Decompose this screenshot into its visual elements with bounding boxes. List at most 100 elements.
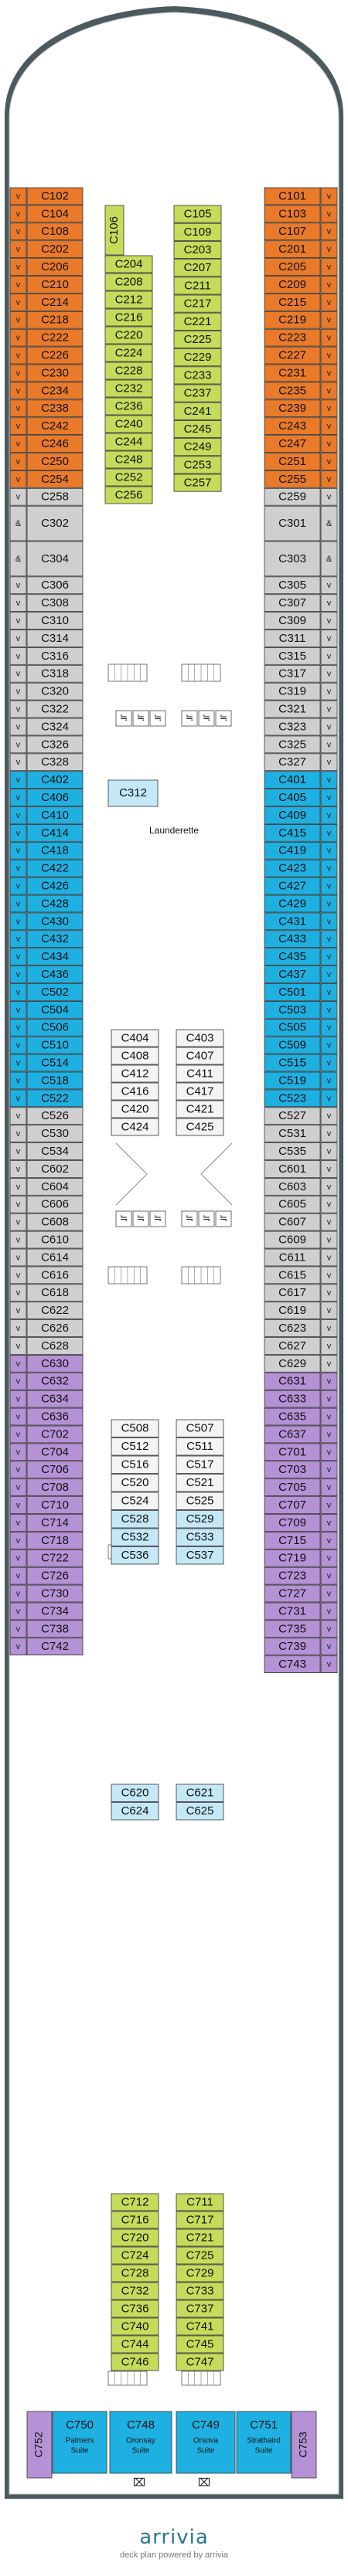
cabin-C747[interactable]: C747	[176, 2353, 224, 2371]
cabin-C712[interactable]: C712	[111, 2193, 159, 2211]
cabin-C601[interactable]: C601	[264, 1160, 321, 1178]
cabin-box[interactable]	[264, 417, 321, 436]
cabin-C103[interactable]: C103	[264, 205, 321, 223]
cabin-box[interactable]	[111, 2246, 159, 2265]
cabin-box[interactable]	[26, 1478, 84, 1496]
cabin-box[interactable]	[264, 1355, 321, 1373]
cabin-box[interactable]	[26, 364, 84, 382]
cabin-box[interactable]	[104, 397, 153, 416]
cabin-C636[interactable]: C636	[26, 1407, 84, 1426]
cabin-box[interactable]	[111, 2282, 159, 2300]
cabin-box[interactable]	[26, 293, 84, 311]
cabin-box[interactable]	[104, 433, 153, 451]
cabin-box[interactable]	[264, 293, 321, 311]
cabin-C210[interactable]: C210	[26, 276, 84, 294]
cabin-C716[interactable]: C716	[111, 2211, 159, 2229]
cabin-C418[interactable]: C418	[26, 841, 84, 860]
cabin-box[interactable]	[264, 841, 321, 860]
cabin-box[interactable]	[264, 1372, 321, 1390]
cabin-C211[interactable]: C211	[173, 277, 222, 295]
cabin-box[interactable]	[26, 594, 84, 613]
cabin-box[interactable]	[173, 277, 222, 295]
cabin-box[interactable]	[264, 1337, 321, 1355]
cabin-C248[interactable]: C248	[104, 450, 153, 469]
cabin-C227[interactable]: C227	[264, 346, 321, 365]
cabin-box[interactable]	[111, 2228, 159, 2247]
cabin-C509[interactable]: C509	[264, 1036, 321, 1054]
cabin-C217[interactable]: C217	[173, 294, 222, 313]
cabin-C604[interactable]: C604	[26, 1178, 84, 1196]
cabin-C634[interactable]: C634	[26, 1390, 84, 1408]
cabin-C730[interactable]: C730	[26, 1584, 84, 1603]
cabin-box[interactable]	[264, 1195, 321, 1213]
cabin-C706[interactable]: C706	[26, 1461, 84, 1479]
cabin-C226[interactable]: C226	[26, 346, 84, 365]
cabin-C708[interactable]: C708	[26, 1478, 84, 1496]
cabin-C625[interactable]: C625	[176, 1802, 224, 1821]
cabin-C510[interactable]: C510	[26, 1036, 84, 1054]
cabin-C602[interactable]: C602	[26, 1160, 84, 1178]
cabin-box[interactable]	[26, 682, 84, 701]
cabin-box[interactable]	[104, 415, 153, 433]
cabin-box[interactable]	[26, 276, 84, 294]
cabin-box[interactable]	[264, 311, 321, 329]
cabin-C321[interactable]: C321	[264, 700, 321, 718]
cabin-box[interactable]	[264, 1461, 321, 1479]
cabin-C250[interactable]: C250	[26, 453, 84, 470]
cabin-box[interactable]	[264, 1001, 321, 1019]
cabin-box[interactable]	[176, 2193, 224, 2211]
cabin-C327[interactable]: C327	[264, 753, 321, 772]
cabin-box[interactable]	[26, 1160, 84, 1178]
cabin-C711[interactable]: C711	[176, 2193, 224, 2211]
cabin-box[interactable]	[264, 1230, 321, 1249]
cabin-C302[interactable]: C302	[26, 505, 84, 541]
cabin-box[interactable]	[26, 541, 84, 577]
cabin-C731[interactable]: C731	[264, 1602, 321, 1621]
cabin-C208[interactable]: C208	[104, 273, 153, 291]
cabin-box[interactable]	[26, 1018, 84, 1037]
cabin-box[interactable]	[104, 450, 153, 469]
cabin-box[interactable]	[264, 364, 321, 382]
cabin-C402[interactable]: C402	[26, 771, 84, 789]
cabin-box[interactable]	[111, 1492, 159, 1510]
cabin-C614[interactable]: C614	[26, 1248, 84, 1267]
cabin-C626[interactable]: C626	[26, 1319, 84, 1337]
cabin-C524[interactable]: C524	[111, 1492, 159, 1510]
cabin-C522[interactable]: C522	[26, 1089, 84, 1108]
cabin-C609[interactable]: C609	[264, 1230, 321, 1249]
cabin-box[interactable]	[26, 1532, 84, 1549]
cabin-box[interactable]	[26, 1319, 84, 1337]
cabin-box[interactable]	[26, 435, 84, 453]
cabin-box[interactable]	[111, 1419, 159, 1437]
cabin-C308[interactable]: C308	[26, 594, 84, 613]
cabin-C245[interactable]: C245	[173, 420, 222, 439]
cabin-box[interactable]	[264, 1302, 321, 1319]
cabin-C753[interactable]: C753	[291, 2411, 317, 2479]
cabin-C322[interactable]: C322	[26, 700, 84, 718]
cabin-box[interactable]	[264, 1602, 321, 1621]
cabin-C725[interactable]: C725	[176, 2246, 224, 2265]
cabin-C532[interactable]: C532	[111, 1528, 159, 1546]
cabin-box[interactable]	[264, 948, 321, 966]
cabin-box[interactable]	[26, 187, 84, 205]
cabin-C246[interactable]: C246	[26, 435, 84, 453]
cabin-C405[interactable]: C405	[264, 789, 321, 806]
cabin-box[interactable]	[26, 1142, 84, 1160]
cabin-C422[interactable]: C422	[26, 859, 84, 877]
cabin-C305[interactable]: C305	[264, 576, 321, 595]
cabin-box[interactable]	[26, 894, 84, 913]
cabin-box[interactable]	[264, 789, 321, 806]
cabin-C603[interactable]: C603	[264, 1178, 321, 1196]
cabin-C740[interactable]: C740	[111, 2317, 159, 2336]
cabin-C220[interactable]: C220	[104, 326, 153, 344]
cabin-C416[interactable]: C416	[111, 1082, 159, 1101]
cabin-C701[interactable]: C701	[264, 1443, 321, 1461]
cabin-C536[interactable]: C536	[111, 1546, 159, 1565]
cabin-C505[interactable]: C505	[264, 1018, 321, 1037]
cabin-C252[interactable]: C252	[104, 468, 153, 487]
suite-box[interactable]	[176, 2411, 236, 2474]
cabin-box[interactable]	[176, 1082, 224, 1101]
cabin-box[interactable]	[26, 1248, 84, 1267]
